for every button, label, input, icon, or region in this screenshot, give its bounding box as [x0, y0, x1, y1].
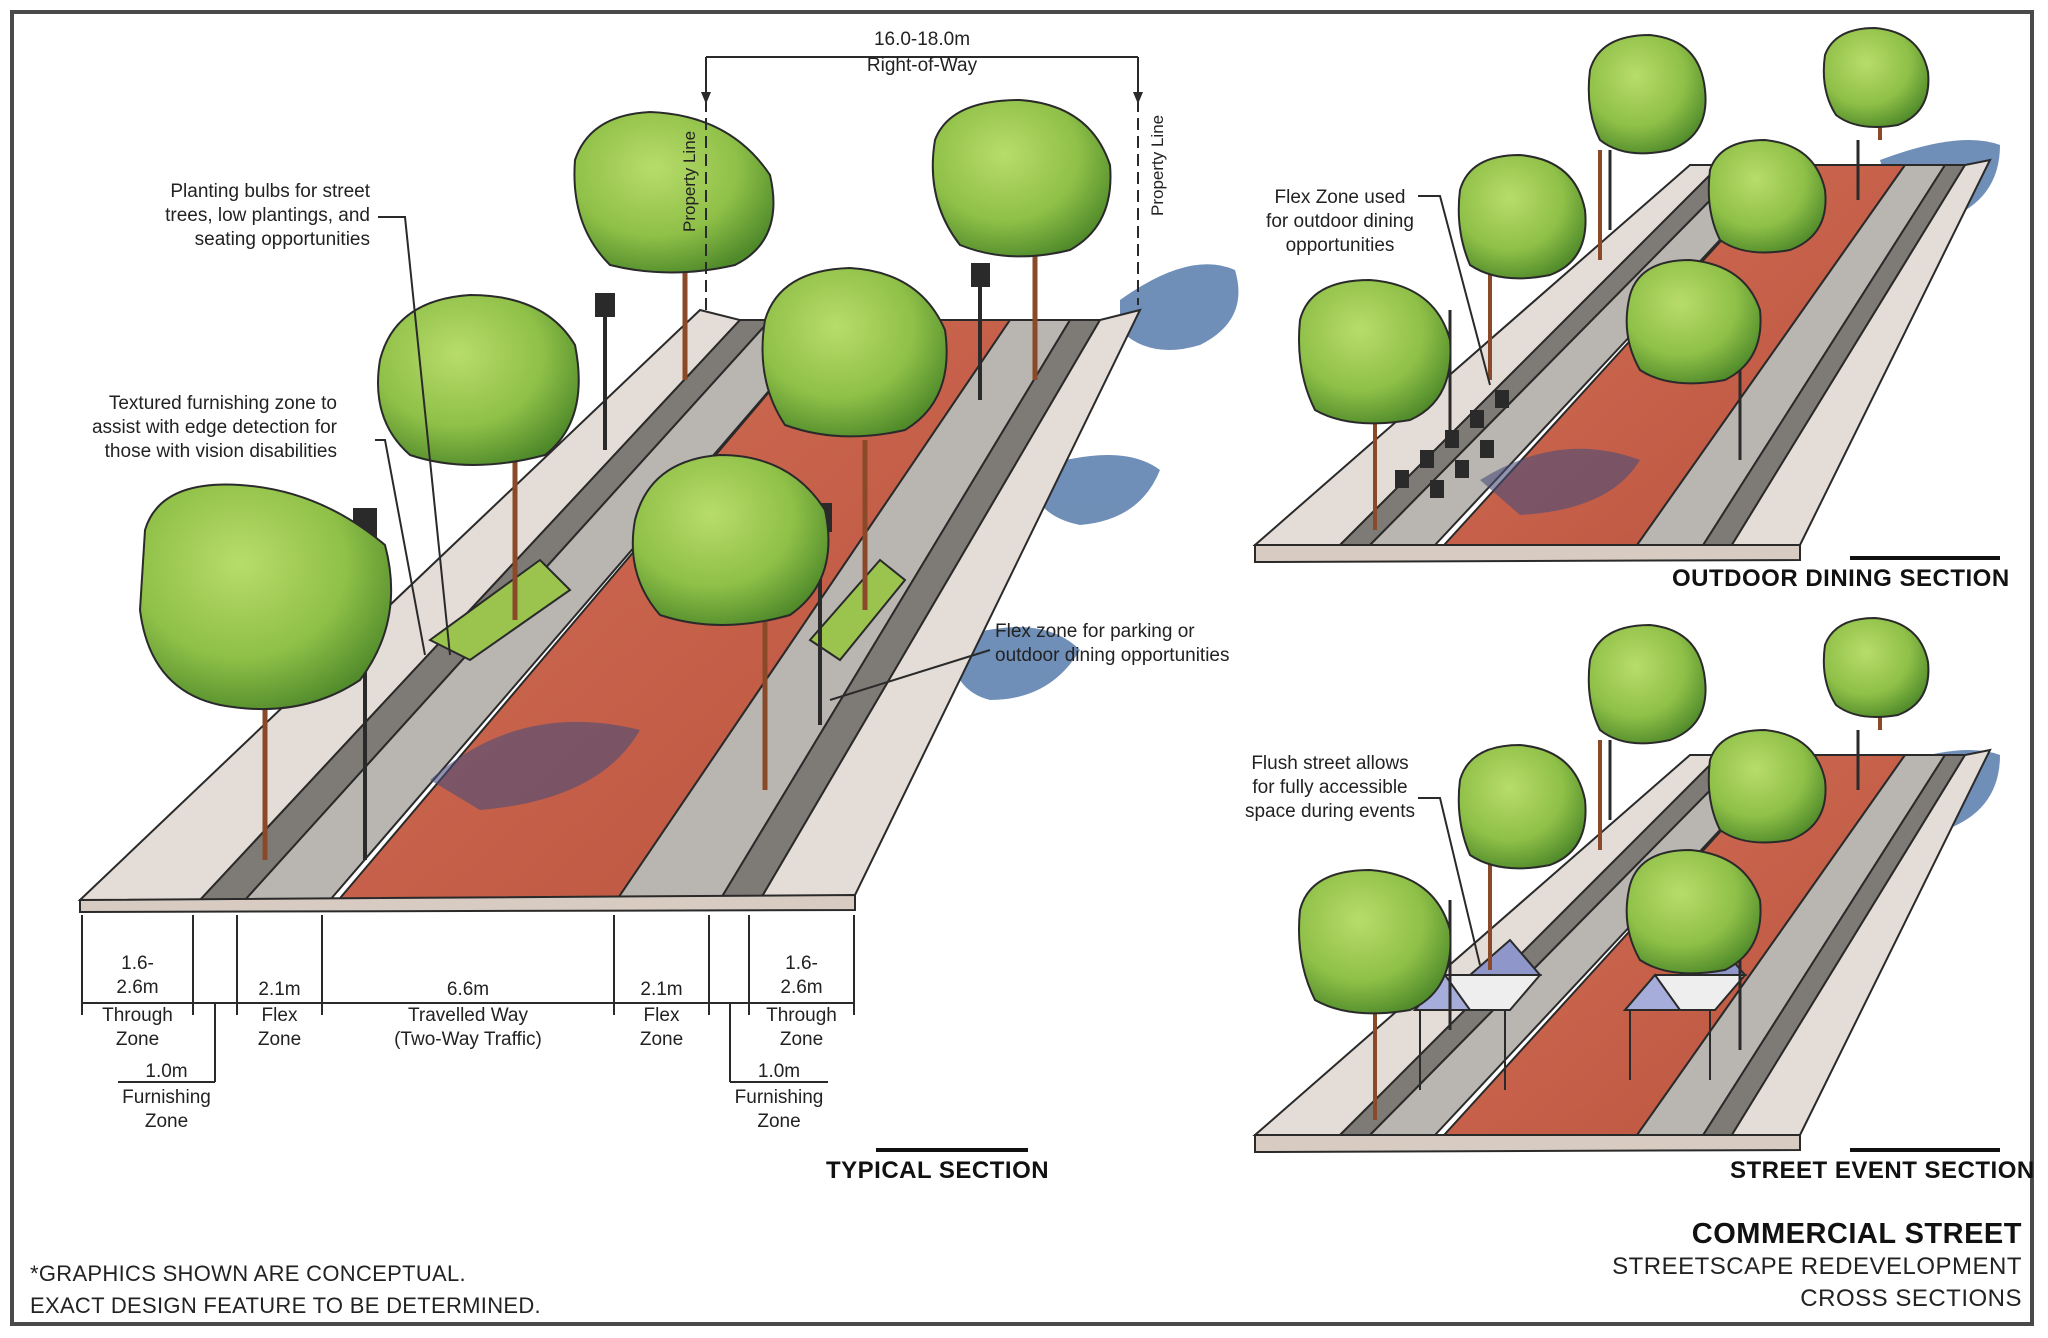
dim-travelled-way: 6.6m: [446, 979, 490, 1000]
dim-through-zone-right-label: Through Zone: [766, 1005, 837, 1050]
tree-canopy: [138, 483, 393, 711]
dim-travelled-way-label: Travelled Way (Two-Way Traffic): [394, 1005, 542, 1050]
dim-flex-right-label: Flex Zone: [639, 1005, 684, 1050]
dim-furnishing-right-label: Furnishing Zone: [734, 1087, 824, 1132]
outdoor-section-bar: [1850, 556, 2000, 560]
property-line-left-label: Property Line: [680, 130, 699, 232]
street-event-callout: Flush street allows for fully accessible…: [1244, 753, 1416, 822]
dim-furnishing-right: 1.0m: [757, 1061, 801, 1082]
dim-flex-right: 2.1m: [640, 979, 683, 1000]
drawing-frame: [10, 10, 2034, 1326]
dim-through-zone-left: 1.6- 2.6m: [116, 953, 159, 998]
dim-furnishing-left: 1.0m: [145, 1061, 188, 1082]
subtitle-2: CROSS SECTIONS: [1800, 1285, 2022, 1312]
property-line-right-label: Property Line: [1148, 114, 1167, 216]
tree-canopy: [573, 110, 775, 274]
event-section-bar: [1850, 1148, 2000, 1152]
flex-zone-callout: Flex zone for parking or outdoor dining …: [995, 621, 1230, 666]
planting-bulbs-callout: Planting bulbs for street trees, low pla…: [165, 181, 370, 250]
dim-flex-left: 2.1m: [258, 979, 301, 1000]
outdoor-section-title: OUTDOOR DINING SECTION: [1672, 565, 2010, 592]
main-title: COMMERCIAL STREET: [1691, 1218, 2022, 1250]
tree-canopy: [377, 293, 580, 466]
event-section-title: STREET EVENT SECTION: [1730, 1157, 2035, 1184]
dim-through-zone-right: 1.6- 2.6m: [780, 953, 823, 998]
textured-zone-callout: Textured furnishing zone to assist with …: [91, 393, 337, 462]
disclaimer-note: *GRAPHICS SHOWN ARE CONCEPTUAL. EXACT DE…: [30, 1261, 541, 1318]
tree-shadows: [950, 264, 1239, 700]
title-block: COMMERCIAL STREET STREETSCAPE REDEVELOPM…: [1612, 1218, 2022, 1315]
right-of-way-value: 16.0-18.0m: [873, 29, 971, 50]
dim-through-zone-left-label: Through Zone: [102, 1005, 173, 1050]
outdoor-dining-callout: Flex Zone used for outdoor dining opport…: [1266, 187, 1414, 256]
typical-section-drawing: [77, 56, 1239, 1083]
tree-canopy: [761, 266, 948, 438]
dim-flex-left-label: Flex Zone: [257, 1005, 302, 1050]
subtitle-1: STREETSCAPE REDEVELOPMENT: [1612, 1253, 2022, 1280]
typical-section-title: TYPICAL SECTION: [826, 1157, 1050, 1184]
tree-canopy: [631, 453, 830, 626]
right-of-way-label: Right-of-Way: [866, 55, 978, 76]
typical-section-bar: [876, 1148, 1028, 1152]
dim-furnishing-left-label: Furnishing Zone: [122, 1087, 211, 1132]
tree-canopy: [931, 98, 1112, 258]
outdoor-dining-drawing: [1252, 26, 2000, 564]
street-event-drawing: [1252, 616, 2000, 1154]
